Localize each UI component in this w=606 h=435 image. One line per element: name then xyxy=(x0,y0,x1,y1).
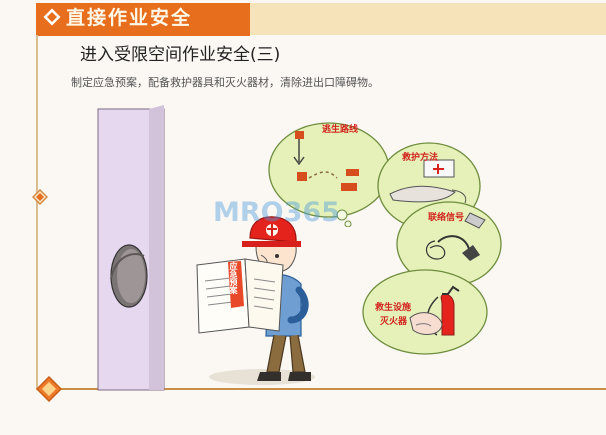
watermark: MRO365 xyxy=(213,197,340,228)
bubble-label-rescue-method: 救护方法 xyxy=(402,153,439,163)
left-border xyxy=(36,35,38,390)
header-diamond-icon xyxy=(40,5,64,29)
escape-route-bubble xyxy=(268,122,390,227)
bubble-label-fire-extinguisher: 灭火器 xyxy=(380,317,408,327)
description: 制定应急预案，配备救护器具和灭火器材，清除进出口障碍物。 xyxy=(71,76,379,89)
header-box xyxy=(36,3,250,36)
emergency-plan-label: 应急预案 xyxy=(229,262,238,294)
rescue-facility-bubble xyxy=(362,269,488,355)
left-diamond-icon xyxy=(32,189,48,205)
contact-signal-bubble xyxy=(396,201,502,287)
bubble-label-escape-route: 逃生路线 xyxy=(322,125,359,135)
subtitle: 进入受限空间作业安全(三) xyxy=(80,45,281,65)
emergency-plan-document xyxy=(196,258,284,334)
page-title: 直接作业安全 xyxy=(66,7,193,29)
bottom-diamond-icon xyxy=(36,376,62,402)
bubble-label-contact-signal: 联络信号 xyxy=(428,213,465,223)
bubble-label-rescue-facility: 救生设施 xyxy=(375,303,412,313)
hatch-illustration xyxy=(97,105,165,391)
bottom-border xyxy=(48,388,606,390)
